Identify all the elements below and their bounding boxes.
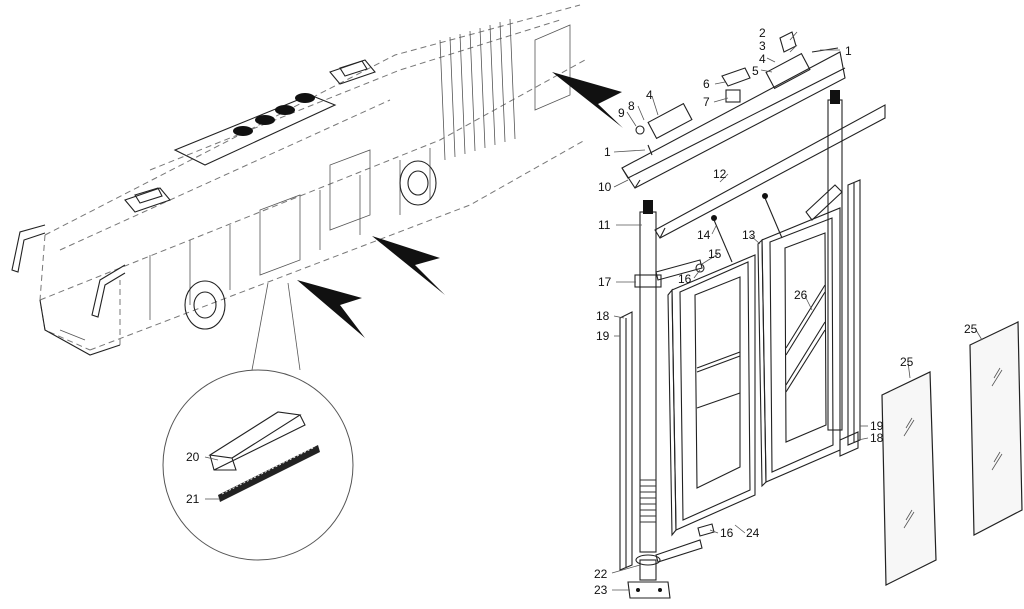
- left-door-post: [634, 200, 662, 553]
- callout-13: 13: [742, 228, 756, 242]
- callout-12: 12: [713, 167, 727, 181]
- callout-22: 22: [594, 567, 608, 581]
- callout-5: 5: [752, 64, 759, 78]
- left-door-leaf: [667, 254, 756, 537]
- rear-wheel: [399, 160, 437, 206]
- callout-3: 3: [759, 39, 766, 53]
- roof-ac-unit: [173, 93, 337, 166]
- bellows-section: [439, 18, 516, 161]
- detail-magnifier: [162, 282, 354, 561]
- glass-pane-back: [969, 321, 1023, 536]
- callout-23: 23: [594, 583, 608, 597]
- callout-17: 17: [598, 275, 612, 289]
- arrow-middle: [372, 236, 445, 295]
- guide-rail: [654, 104, 886, 239]
- bottom-pivot-base: [627, 554, 671, 599]
- brush-strip: [218, 445, 320, 502]
- callout-19-left: 19: [596, 329, 610, 343]
- callout-8: 8: [628, 99, 635, 113]
- callout-11: 11: [598, 218, 611, 232]
- callout-24: 24: [746, 526, 760, 540]
- callout-25-back: 25: [964, 322, 978, 336]
- glass-pane-front: [881, 371, 937, 586]
- callout-18-left: 18: [596, 309, 610, 323]
- top-mounting-beam: [621, 51, 846, 189]
- roof-hatch-front: [124, 187, 171, 213]
- callout-labels: 1 2 3 4 5 6 7 8 4 9 1 10 12 11 14 13 15 …: [186, 26, 978, 597]
- top-mechanism-parts: [635, 31, 839, 156]
- arrow-to-door-top: [552, 72, 623, 128]
- callout-1-top: 1: [845, 44, 852, 58]
- arrow-lower: [297, 280, 365, 338]
- callout-4-right: 4: [759, 52, 766, 66]
- callout-21: 21: [186, 492, 200, 506]
- seal-strip-profile: [208, 411, 306, 471]
- callout-1-left: 1: [604, 145, 611, 159]
- callout-25-front: 25: [900, 355, 914, 369]
- roof-hatch-rear: [329, 59, 376, 85]
- callout-15: 15: [708, 247, 722, 261]
- callout-10: 10: [598, 180, 612, 194]
- callout-26: 26: [794, 288, 808, 302]
- callout-16-bottom: 16: [720, 526, 734, 540]
- left-seal-strip: [619, 311, 633, 571]
- leader-lines: [204, 31, 983, 591]
- callout-6: 6: [703, 77, 710, 91]
- right-door-leaf: [757, 207, 841, 488]
- callout-18-right: 18: [870, 431, 884, 445]
- callout-14: 14: [697, 228, 711, 242]
- callout-19-right: 19: [870, 419, 884, 433]
- articulated-bus-illustration: [11, 4, 586, 356]
- callout-9: 9: [618, 106, 625, 120]
- callout-16-top: 16: [678, 272, 692, 286]
- callout-7: 7: [703, 95, 710, 109]
- callout-4-left: 4: [646, 88, 653, 102]
- front-wheel: [184, 280, 226, 330]
- right-door-post: [827, 90, 843, 431]
- right-seal-strip: [839, 179, 861, 457]
- callout-2: 2: [759, 26, 766, 40]
- callout-20: 20: [186, 450, 200, 464]
